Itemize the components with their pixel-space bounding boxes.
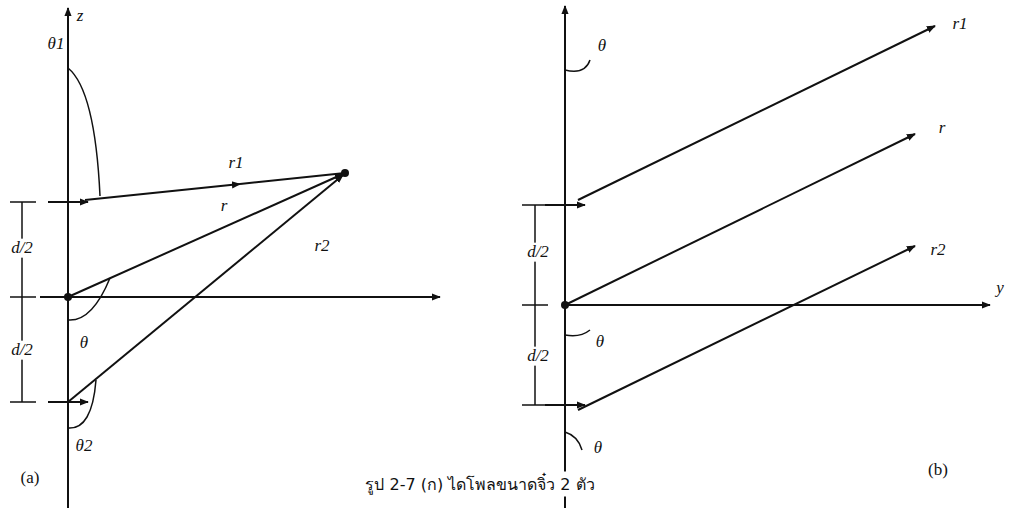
angle-arc	[68, 380, 96, 428]
panel-label: (a)	[19, 469, 42, 488]
distance-label: r1	[950, 15, 969, 34]
distance-label: r1	[226, 154, 245, 173]
origin-dot	[561, 301, 569, 309]
origin-dot	[64, 293, 72, 301]
angle-arc	[68, 278, 110, 320]
field-point	[341, 169, 349, 177]
angle-arc	[565, 432, 582, 450]
angle-arc	[565, 60, 590, 71]
ray-r2	[578, 246, 915, 410]
distance-label: r	[219, 197, 230, 216]
angle-arc	[68, 68, 100, 196]
dipole	[48, 201, 88, 203]
angle-label: θ	[594, 333, 606, 352]
dimension-tick	[10, 201, 36, 203]
dimension-tick	[10, 296, 36, 298]
ray-r1	[240, 173, 345, 184]
ray-r1	[85, 184, 240, 200]
figure-caption: รูป 2-7 (ก) ไดโพลขนาดจิ๋ว 2 ตัว	[362, 472, 597, 497]
dimension-line	[21, 202, 23, 402]
dimension-tick	[522, 304, 548, 306]
angle-label: θ	[596, 37, 608, 56]
z-axis	[67, 8, 69, 508]
angle-label: θ	[592, 439, 604, 458]
dimension-label: d/2	[9, 239, 35, 258]
panel-label: (b)	[926, 461, 950, 480]
axis-label: z	[75, 7, 86, 26]
dipole	[545, 404, 585, 406]
dimension-label: d/2	[525, 347, 551, 366]
dipole	[545, 204, 585, 206]
y-axis	[565, 304, 990, 306]
ray-r2	[68, 175, 343, 402]
distance-label: r2	[928, 241, 947, 260]
distance-label: r2	[312, 237, 331, 256]
angle-label: θ1	[46, 35, 67, 54]
ray-r1	[578, 26, 935, 200]
distance-label: r	[937, 119, 948, 138]
ray-r	[565, 134, 915, 305]
dimension-label: d/2	[9, 341, 35, 360]
angle-label: θ2	[74, 437, 95, 456]
dimension-tick	[522, 404, 548, 406]
dimension-label: d/2	[525, 243, 551, 262]
dimension-tick	[10, 401, 36, 403]
angle-arc	[565, 330, 590, 336]
dimension-tick	[522, 204, 548, 206]
angle-label: θ	[78, 334, 90, 353]
axis-label: y	[994, 279, 1006, 298]
